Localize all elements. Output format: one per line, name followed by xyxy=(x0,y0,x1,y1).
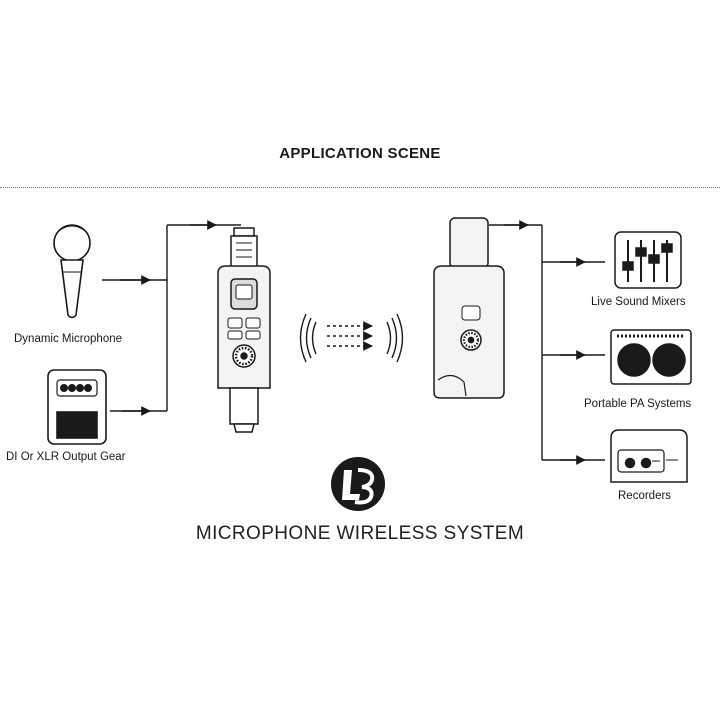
output-wiring xyxy=(489,220,605,465)
output-label-mixers: Live Sound Mixers xyxy=(591,296,686,308)
system-title: MICROPHONE WIRELESS SYSTEM xyxy=(195,523,525,544)
microphone-icon xyxy=(53,224,91,319)
receiver-icon xyxy=(433,217,505,399)
input-label-gear: DI Or XLR Output Gear xyxy=(6,451,126,463)
input-label-microphone: Dynamic Microphone xyxy=(14,333,123,345)
section-divider xyxy=(0,187,720,188)
page-title: APPLICATION SCENE xyxy=(279,145,441,162)
input-wiring xyxy=(102,220,241,416)
output-label-pa: Portable PA Systems xyxy=(584,398,692,410)
pedal-icon xyxy=(47,369,107,445)
mixer-icon xyxy=(614,231,682,289)
output-label-recorders: Recorders xyxy=(618,490,672,502)
recorder-icon xyxy=(610,429,688,483)
wireless-signal-icon xyxy=(299,313,404,363)
brand-logo-icon xyxy=(331,457,385,511)
speaker-icon xyxy=(610,329,692,385)
transmitter-icon xyxy=(217,227,271,433)
